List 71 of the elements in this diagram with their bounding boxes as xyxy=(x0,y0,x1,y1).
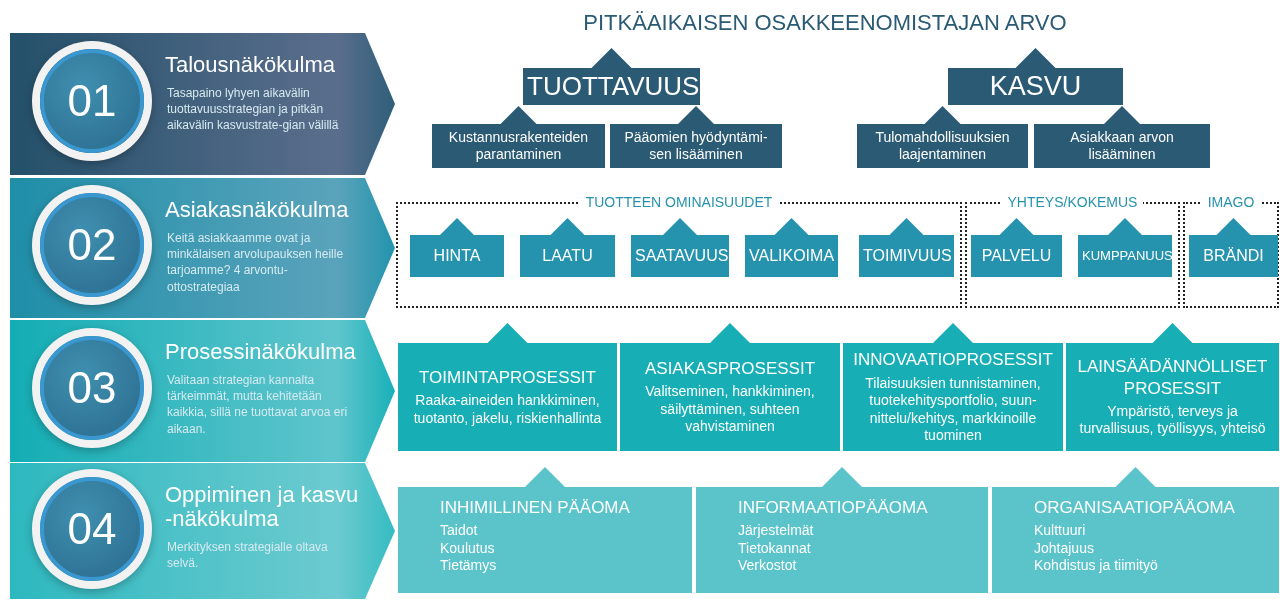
band-description: Valitaan strategian kannalta tärkeimmät, mutta kehitetään kaikkia, sillä ne tuottavat arvoa eri aikaan. xyxy=(167,372,349,437)
list-item: Koulutus xyxy=(440,539,495,558)
band-description: Merkityksen strategialle oltava selvä. xyxy=(167,539,329,572)
callout-box xyxy=(1034,106,1210,168)
list-item: Kohdistus ja tiimityö xyxy=(1034,557,1158,575)
box-label: BRÄNDI xyxy=(1202,246,1265,266)
list-item: Tietokannat xyxy=(738,539,811,558)
box-label: PALVELU xyxy=(980,246,1053,266)
callout-box xyxy=(948,48,1123,105)
box-label: TUOTTAVUUS xyxy=(526,70,700,103)
box-label: VALIKOIMA xyxy=(748,246,836,266)
callout-box xyxy=(398,323,617,451)
perspective-band xyxy=(10,178,395,318)
box-heading: ORGANISAATIOPÄÄOMA xyxy=(1034,497,1235,519)
box-heading: INHIMILLINEN PÄÄOMA xyxy=(440,497,630,519)
list-item: Johtajuus xyxy=(1034,539,1094,558)
list-item: Verkostot xyxy=(738,557,797,575)
callout-box xyxy=(971,218,1062,277)
perspective-band xyxy=(10,33,395,175)
list-item: Taidot xyxy=(440,522,478,540)
callout-box xyxy=(745,218,838,277)
callout-box xyxy=(857,106,1028,168)
box-label: HINTA xyxy=(432,246,482,266)
callout-box xyxy=(610,106,782,168)
group-label: YHTEYS/KOKEMUS xyxy=(1001,194,1144,210)
box-heading: TOIMINTAPROSESSIT xyxy=(418,366,597,389)
callout-box xyxy=(1066,323,1279,451)
callout-box xyxy=(631,218,729,277)
band-title: Asiakasnäkökulma xyxy=(165,198,350,223)
perspective-band xyxy=(10,463,395,599)
callout-box xyxy=(620,323,840,451)
callout-box xyxy=(523,48,700,105)
band-description: Keitä asiakkaamme ovat ja minkälaisen arvolupauksen heille tarjoamme? 4 arvontu-ottostrategiaa xyxy=(167,230,345,295)
perspective-band xyxy=(10,320,395,462)
box-label: KASVU xyxy=(988,69,1083,103)
box-text: Raaka-aineiden hankkiminen, tuotanto, jakelu, riskienhallinta xyxy=(412,391,603,428)
box-heading: LAINSÄÄDÄNNÖLLISET PROSESSIT xyxy=(1076,356,1269,399)
diagram-title: PITKÄAIKAISEN OSAKKEENOMISTAJAN ARVO xyxy=(582,10,1068,36)
callout-box xyxy=(843,323,1063,451)
group-label: IMAGO xyxy=(1201,194,1261,210)
band-description: Tasapaino lyhyen aikavälin tuottavuusstrategian ja pitkän aikavälin kasvustrate-gian välillä xyxy=(167,85,340,134)
box-label: Pääomien hyödyntämi-sen lisääminen xyxy=(623,128,769,164)
band-title: Oppiminen ja kasvu -näkökulma xyxy=(165,483,360,532)
box-label: TOIMIVUUS xyxy=(862,246,953,266)
callout-box xyxy=(696,467,988,593)
callout-box xyxy=(992,467,1279,593)
band-title: Prosessinäkökulma xyxy=(165,340,357,365)
box-text: Valitseminen, hankkiminen, säilyttäminen, suhteen vahvistaminen xyxy=(644,382,816,436)
list-item: Kulttuuri xyxy=(1034,522,1086,540)
list-item: Järjestelmät xyxy=(738,522,814,540)
callout-box xyxy=(520,218,615,277)
box-text: Tilaisuuksien tunnistaminen, tuotekehitysportfolio, suun-nittelu/kehitys, markkinoille tuominen xyxy=(864,373,1042,445)
box-label: KUMPPANUUS xyxy=(1081,247,1172,265)
box-heading: INFORMAATIOPÄÄOMA xyxy=(738,497,928,519)
callout-box xyxy=(859,218,954,277)
callout-box xyxy=(410,218,504,277)
callout-box xyxy=(1078,218,1172,277)
box-label: Kustannusrakenteiden parantaminen xyxy=(447,128,590,164)
box-heading: ASIAKASPROSESSIT xyxy=(643,358,817,380)
box-heading: INNOVAATIOPROSESSIT xyxy=(852,349,1054,371)
band-title: Talousnäkökulma xyxy=(165,53,336,78)
callout-box xyxy=(398,467,692,593)
box-text: Ympäristö, terveys ja turvallisuus, työllisyys, yhteisö xyxy=(1078,401,1267,438)
box-label: SAATAVUUS xyxy=(634,246,729,266)
box-label: Tulomahdollisuuksien laajentaminen xyxy=(874,128,1011,164)
callout-box xyxy=(1189,218,1278,277)
box-label: LAATU xyxy=(541,246,594,266)
callout-box xyxy=(432,106,605,168)
list-item: Tietämys xyxy=(440,557,497,575)
group-label: TUOTTEEN OMINAISUUDET xyxy=(579,194,779,210)
box-label: Asiakkaan arvon lisääminen xyxy=(1069,128,1175,164)
